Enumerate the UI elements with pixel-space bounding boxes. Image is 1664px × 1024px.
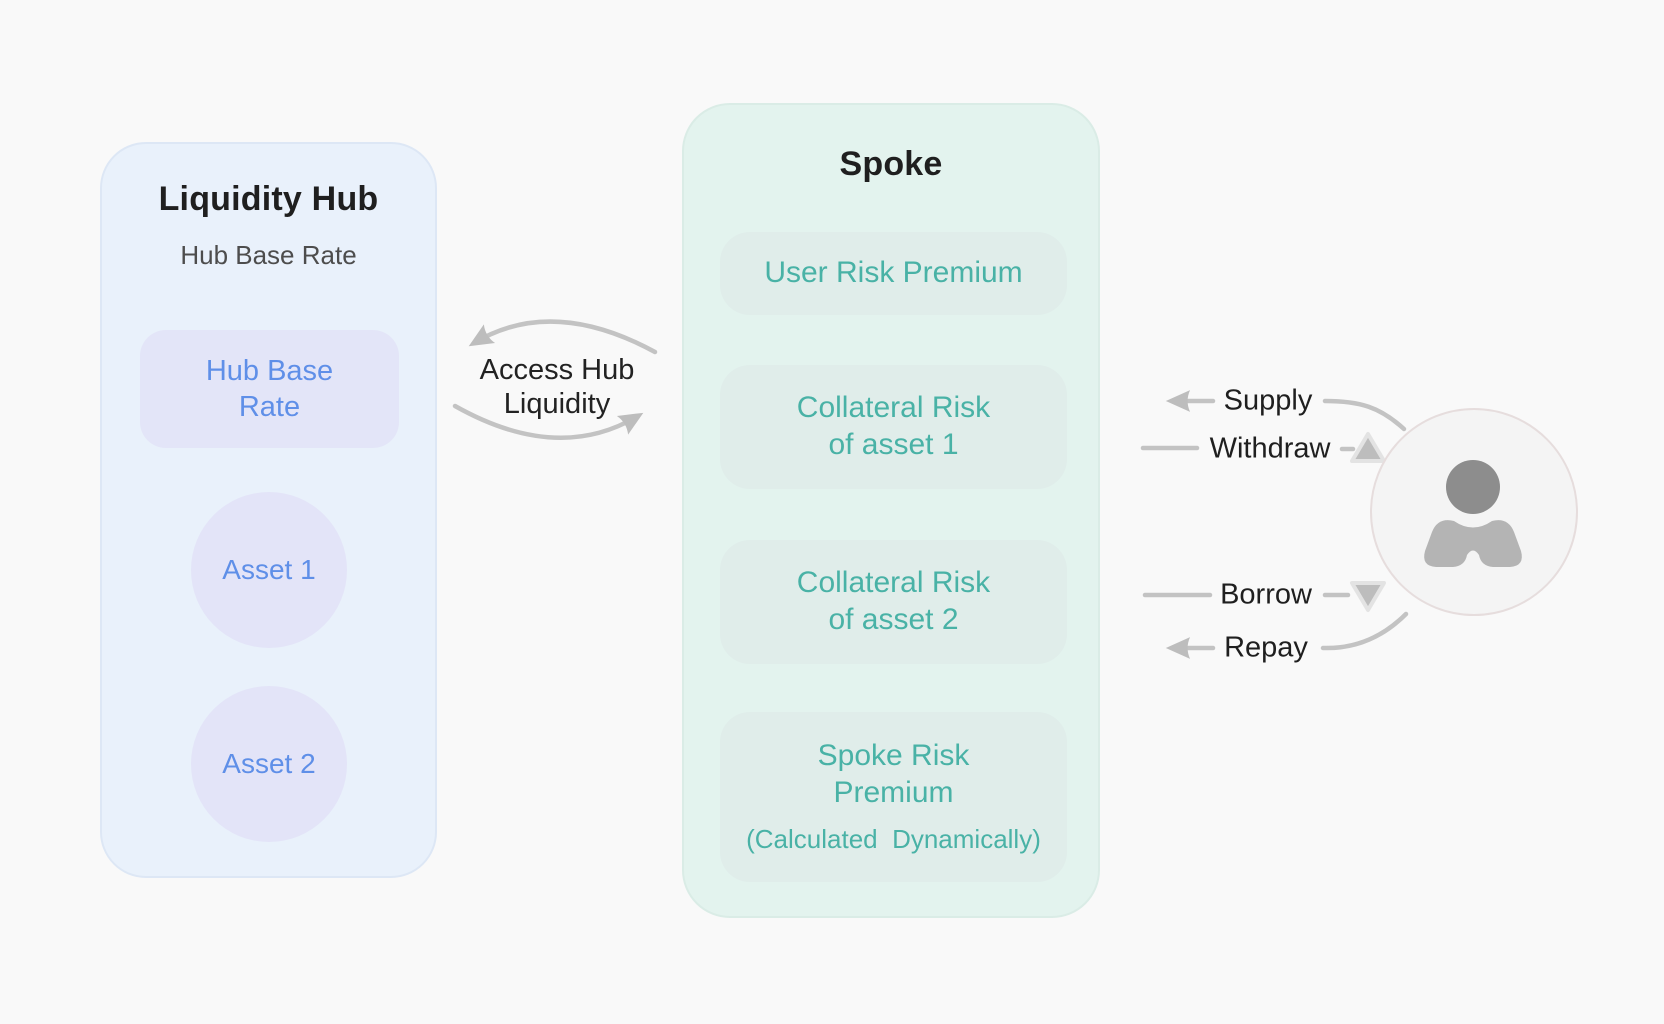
hub-base-rate-subtitle: Hub Base Rate — [180, 240, 357, 270]
hub-base-rate-box-line1: Hub Base — [205, 354, 334, 387]
spoke-risk-premium-box: Spoke Risk Premium (Calculated Dynamical… — [720, 712, 1067, 882]
collateral-risk-asset2-line2: of asset 2 — [828, 603, 959, 636]
repay-label: Repay — [1224, 631, 1308, 664]
asset-1-circle: Asset 1 — [191, 492, 347, 648]
user-avatar — [1370, 408, 1578, 616]
borrow-label: Borrow — [1220, 578, 1312, 611]
collateral-risk-asset2-box: Collateral Risk of asset 2 — [720, 540, 1067, 664]
spoke-panel: Spoke User Risk Premium Collateral Risk … — [682, 103, 1100, 918]
collateral-risk-asset1-box: Collateral Risk of asset 1 — [720, 365, 1067, 489]
repay-arrow-curve — [1320, 611, 1409, 651]
withdraw-label: Withdraw — [1209, 432, 1331, 465]
asset-2-circle: Asset 2 — [191, 686, 347, 842]
liquidity-hub-title: Liquidity Hub — [158, 180, 379, 218]
asset-1-label: Asset 1 — [222, 554, 316, 585]
access-arc-top — [468, 319, 658, 355]
spoke-risk-premium-line1: Spoke Risk — [817, 739, 970, 773]
spoke-risk-premium-note: (Calculated Dynamically) — [746, 823, 1041, 854]
user-risk-premium-label: User Risk Premium — [764, 256, 1023, 290]
access-hub-liquidity-label: Access Hub Liquidity — [479, 353, 635, 420]
user-icon — [1424, 460, 1522, 567]
collateral-risk-asset1-line2: of asset 1 — [828, 428, 959, 461]
asset-2-label: Asset 2 — [222, 748, 316, 779]
collateral-risk-asset1-line1: Collateral Risk — [796, 391, 991, 425]
hub-base-rate-box-line2: Rate — [238, 391, 301, 423]
supply-label: Supply — [1223, 384, 1313, 417]
user-risk-premium-box: User Risk Premium — [720, 232, 1067, 315]
liquidity-hub-panel: Liquidity Hub Hub Base Rate Hub Base Rat… — [100, 142, 437, 878]
spoke-title: Spoke — [839, 145, 943, 183]
hub-base-rate-box: Hub Base Rate — [140, 330, 399, 448]
spoke-risk-premium-line2: Premium — [833, 776, 954, 810]
collateral-risk-asset2-line1: Collateral Risk — [796, 566, 991, 600]
